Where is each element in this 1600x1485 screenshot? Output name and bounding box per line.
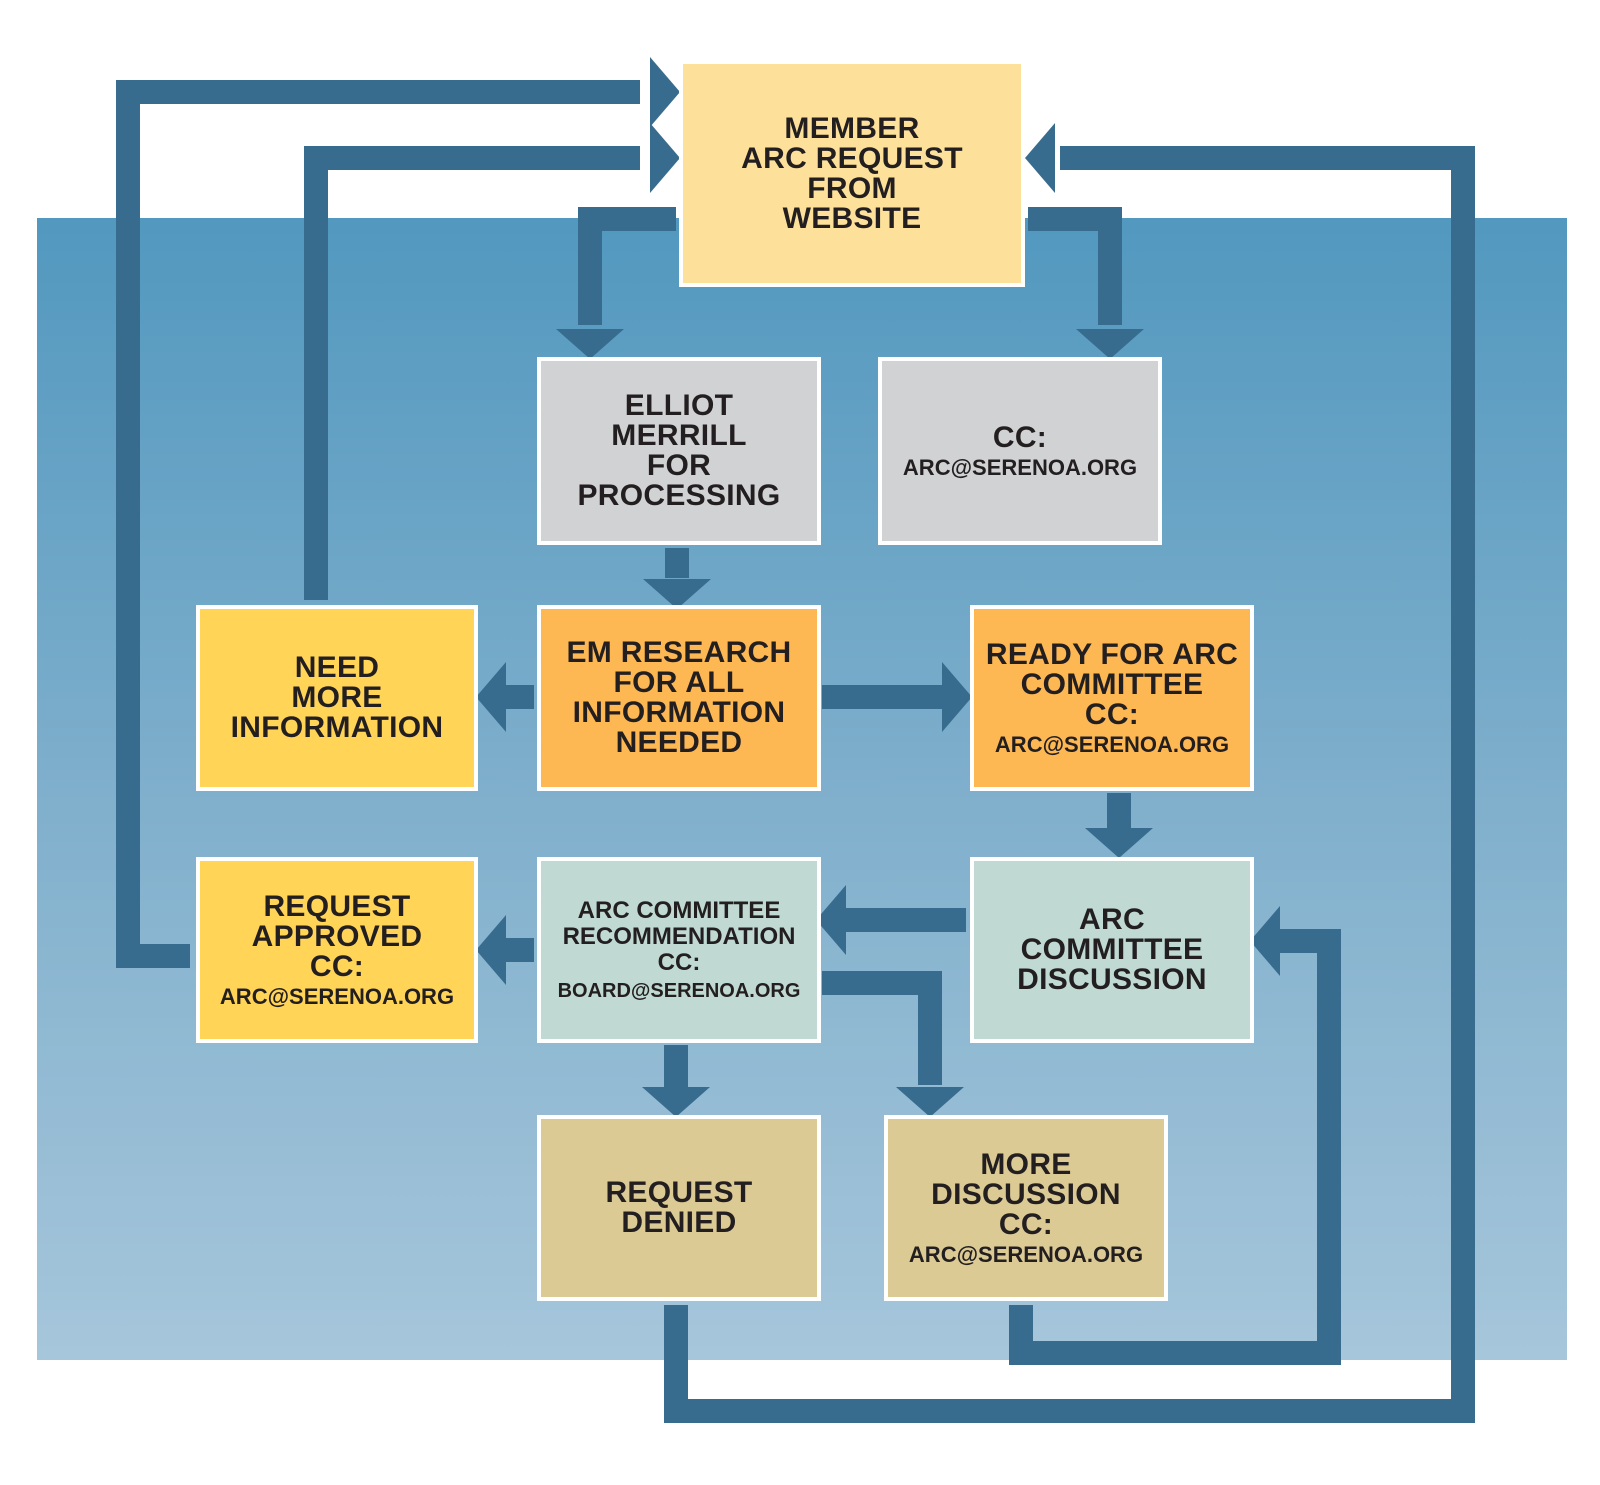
ready-line: COMMITTEE	[1020, 668, 1204, 701]
arrowhead-elliot-to-research	[643, 579, 711, 609]
arc-discussion-box: ARC COMMITTEE DISCUSSION	[970, 857, 1254, 1043]
elliot-merrill-line: FOR	[646, 449, 712, 482]
arrowhead-request-to-cc	[1076, 329, 1144, 359]
approved-line: REQUEST	[263, 890, 411, 923]
arrow-denied-to-request	[664, 146, 1475, 1423]
arrow-moredisc-to-discussion	[1009, 929, 1341, 1365]
more-discussion-line: MORE	[980, 1148, 1072, 1181]
denied-line: DENIED	[621, 1206, 737, 1239]
ready-for-arc-box: READY FOR ARC COMMITTEE CC: ARC@SERENOA.…	[970, 605, 1254, 791]
em-research-line: INFORMATION	[572, 696, 786, 729]
em-research-line: NEEDED	[615, 726, 743, 759]
arrowhead-approved-to-request	[650, 57, 680, 127]
em-research-box: EM RESEARCH FOR ALL INFORMATION NEEDED	[537, 605, 821, 791]
ready-line: READY FOR ARC	[985, 638, 1239, 671]
cc-label: CC:	[992, 421, 1048, 454]
recommendation-line: ARC COMMITTEE	[577, 897, 781, 924]
member-request-line: ARC REQUEST	[741, 141, 963, 175]
member-request-box: MEMBER ARC REQUEST FROM WEBSITE	[679, 60, 1025, 287]
arrowhead-discussion-to-recommendation	[816, 885, 846, 955]
recommendation-line: RECOMMENDATION	[562, 923, 796, 950]
member-request-line: WEBSITE	[782, 201, 922, 235]
member-request-line: FROM	[807, 171, 897, 205]
need-more-info-box: NEED MORE INFORMATION	[196, 605, 478, 791]
arrowhead-recommendation-to-moredisc	[896, 1087, 964, 1117]
arrowhead-research-to-needinfo	[476, 662, 506, 732]
arc-recommendation-box: ARC COMMITTEE RECOMMENDATION CC: BOARD@S…	[537, 857, 821, 1043]
arrowhead-recommendation-to-approved	[476, 915, 506, 985]
approved-email: ARC@SERENOA.ORG	[219, 984, 455, 1009]
more-discussion-line: CC:	[998, 1208, 1054, 1241]
need-info-line: MORE	[291, 681, 383, 714]
arrowhead-request-to-elliot	[556, 329, 624, 359]
arrow-needinfo-to-request	[304, 146, 640, 600]
cc-arc-box: CC: ARC@SERENOA.ORG	[878, 357, 1162, 545]
approved-line: APPROVED	[251, 920, 423, 953]
more-discussion-box: MORE DISCUSSION CC: ARC@SERENOA.ORG	[884, 1115, 1168, 1301]
approved-line: CC:	[309, 950, 365, 983]
request-denied-box: REQUEST DENIED	[537, 1115, 821, 1301]
discussion-line: COMMITTEE	[1020, 933, 1204, 966]
ready-email: ARC@SERENOA.ORG	[994, 732, 1230, 757]
arrowhead-denied-to-request	[1025, 123, 1055, 193]
elliot-merrill-line: MERRILL	[611, 419, 747, 452]
em-research-line: FOR ALL	[613, 666, 745, 699]
denied-line: REQUEST	[605, 1176, 753, 1209]
more-discussion-line: DISCUSSION	[931, 1178, 1121, 1211]
arrowhead-needinfo-to-request	[650, 123, 680, 193]
arrowhead-research-to-ready	[942, 662, 972, 732]
em-research-line: EM RESEARCH	[566, 636, 792, 669]
need-info-line: NEED	[294, 651, 380, 684]
request-approved-box: REQUEST APPROVED CC: ARC@SERENOA.ORG	[196, 857, 478, 1043]
arrow-request-to-cc	[1028, 207, 1122, 325]
arrow-request-to-elliot	[578, 207, 676, 325]
cc-email: ARC@SERENOA.ORG	[902, 455, 1138, 480]
need-info-line: INFORMATION	[230, 711, 444, 744]
arrow-recommendation-to-moredisc	[822, 971, 942, 1085]
discussion-line: DISCUSSION	[1017, 963, 1207, 996]
arrow-approved-to-request	[116, 80, 640, 968]
recommendation-line: CC:	[657, 949, 701, 976]
elliot-merrill-line: ELLIOT	[624, 389, 734, 422]
discussion-line: ARC	[1079, 903, 1145, 936]
member-request-line: MEMBER	[784, 111, 920, 145]
more-discussion-email: ARC@SERENOA.ORG	[908, 1242, 1144, 1267]
arrowhead-moredisc-to-discussion	[1250, 906, 1280, 976]
recommendation-email: BOARD@SERENOA.ORG	[557, 980, 801, 1002]
arrowhead-recommendation-to-denied	[642, 1087, 710, 1117]
elliot-merrill-line: PROCESSING	[577, 479, 781, 512]
elliot-merrill-box: ELLIOT MERRILL FOR PROCESSING	[537, 357, 821, 545]
ready-line: CC:	[1084, 698, 1140, 731]
arrowhead-ready-to-discussion	[1085, 828, 1153, 858]
